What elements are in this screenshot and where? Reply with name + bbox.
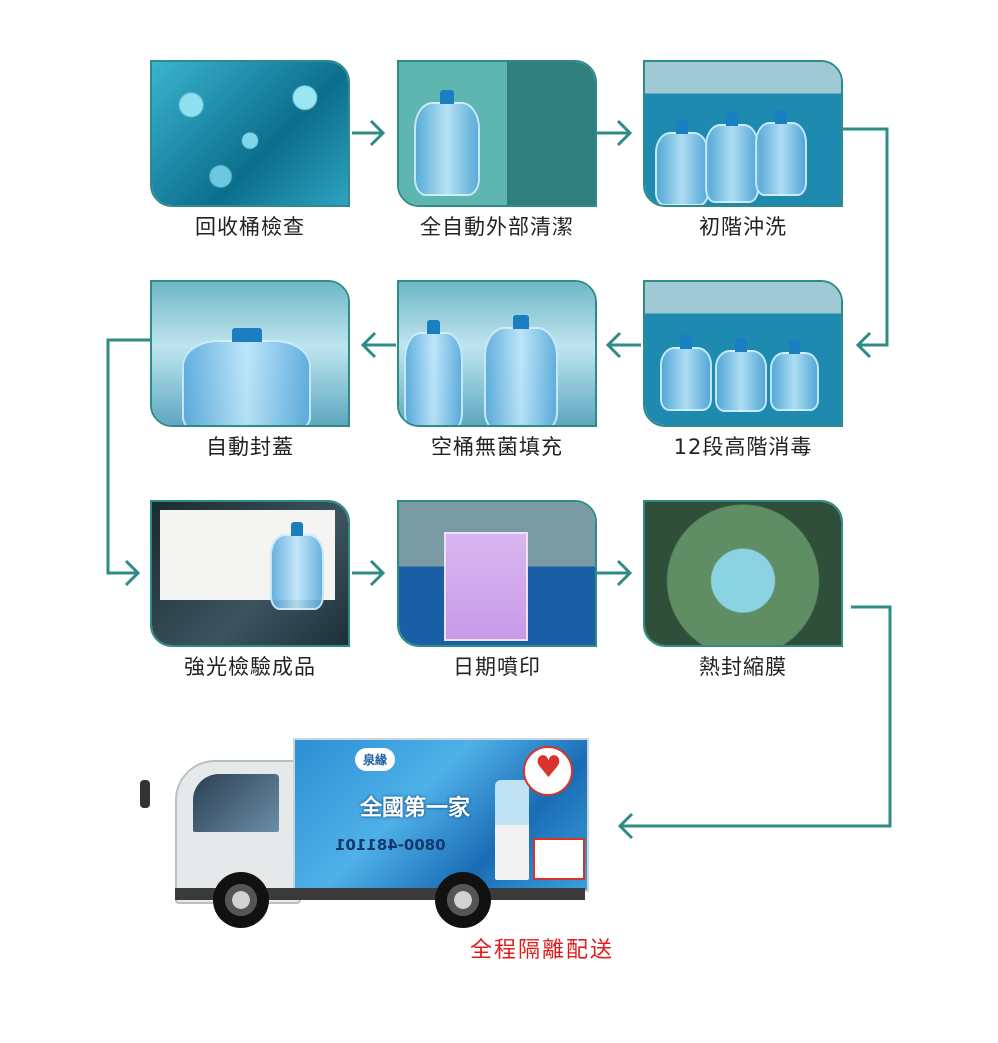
arrow-5-to-4 (360, 331, 396, 359)
delivery-truck-image: 泉緣 全國第一家 0800-481101 (135, 730, 595, 930)
arrow-3-to-6 (843, 127, 889, 359)
truck-phone: 0800-481101 (335, 836, 446, 854)
front-wheel-icon (213, 872, 269, 928)
photo-bucket-inspection (150, 60, 350, 207)
step-label: 自動封蓋 (206, 435, 294, 459)
step-label: 空桶無菌填充 (431, 435, 563, 459)
truck-slogan: 全國第一家 (360, 796, 471, 821)
step-label: 12段高階消毒 (673, 435, 813, 459)
step-exterior-cleaning: 全自動外部清潔 (397, 60, 597, 241)
arrow-9-to-truck (617, 605, 892, 840)
step-label: 強光檢驗成品 (184, 655, 316, 679)
arrow-6-to-5 (605, 331, 641, 359)
step-bucket-inspection: 回收桶檢查 (150, 60, 350, 241)
arrow-8-to-9 (597, 559, 633, 587)
step-light-inspection: 強光檢驗成品 (150, 500, 350, 681)
arrow-2-to-3 (597, 119, 633, 147)
step-label: 日期噴印 (453, 655, 541, 679)
photo-initial-rinse (643, 60, 843, 207)
step-heat-shrink: 熱封縮膜 (643, 500, 843, 681)
step-disinfection: 12段高階消毒 (643, 280, 843, 461)
arrow-1-to-2 (352, 119, 386, 147)
step-label: 全自動外部清潔 (420, 215, 574, 239)
rear-wheel-icon (435, 872, 491, 928)
truck-sticker (533, 838, 585, 880)
photo-disinfection (643, 280, 843, 427)
truck-cargo-box: 泉緣 全國第一家 0800-481101 (293, 738, 589, 892)
step-initial-rinse: 初階沖洗 (643, 60, 843, 241)
step-date-printing: 日期噴印 (397, 500, 597, 681)
water-dispenser-icon (495, 780, 529, 880)
photo-auto-capping (150, 280, 350, 427)
delivery-caption: 全程隔離配送 (470, 938, 615, 963)
photo-aseptic-filling (397, 280, 597, 427)
step-auto-capping: 自動封蓋 (150, 280, 350, 461)
mirror-icon (140, 780, 150, 808)
step-aseptic-filling: 空桶無菌填充 (397, 280, 597, 461)
step-label: 熱封縮膜 (699, 655, 787, 679)
step-label: 回收桶檢查 (195, 215, 305, 239)
photo-heat-shrink (643, 500, 843, 647)
truck-brand: 泉緣 (355, 748, 396, 771)
photo-exterior-cleaning (397, 60, 597, 207)
arrow-7-to-8 (352, 559, 386, 587)
arrow-4-to-7 (106, 338, 150, 587)
photo-light-inspection (150, 500, 350, 647)
heart-logo-icon (523, 746, 573, 796)
photo-date-printing (397, 500, 597, 647)
step-label: 初階沖洗 (699, 215, 787, 239)
